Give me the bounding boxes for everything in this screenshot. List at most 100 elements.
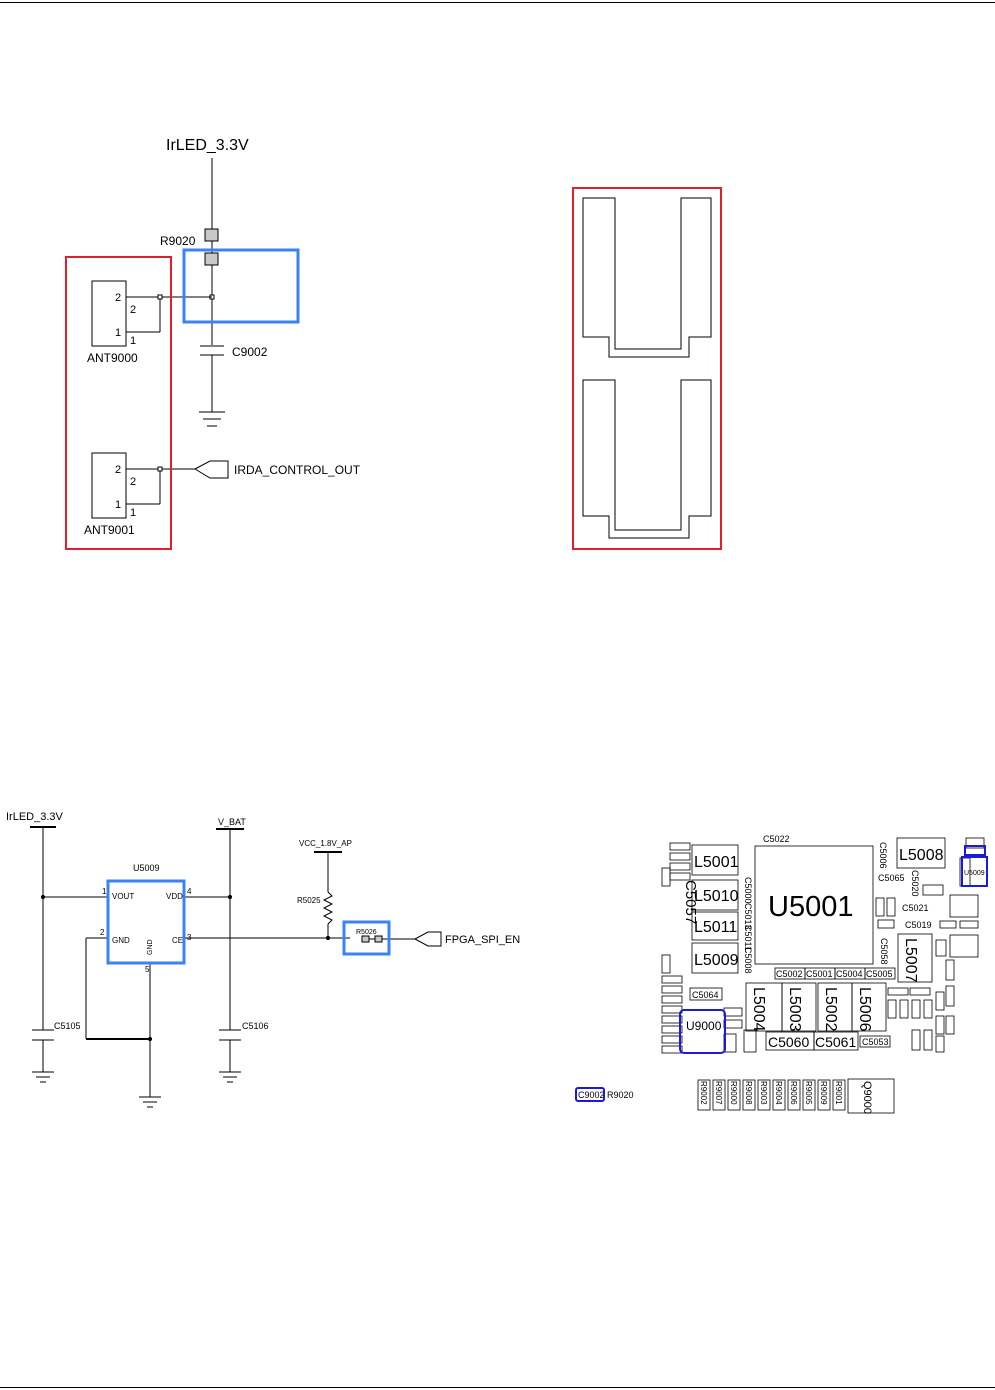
u9000-highlight-box — [679, 1009, 726, 1054]
l5006-footprint — [851, 982, 887, 1032]
ant9000-pin1-outer: 1 — [130, 335, 136, 347]
u5009-pin-vdd: VDD — [166, 892, 183, 901]
pcb-c5021-label: C5021 — [902, 903, 929, 913]
pcb-r9020-label: R9020 — [607, 1090, 634, 1100]
r5026-highlight-box — [342, 920, 391, 956]
u5009-pin-gnd: GND — [112, 936, 130, 945]
pcb-l5007-label: L5007 — [902, 938, 919, 983]
pcb-r9000-label: R9000 — [729, 1081, 738, 1105]
l5007-footprint — [897, 933, 933, 983]
pcb-c5008-label: C5008 — [743, 947, 753, 974]
l5011-footprint — [691, 911, 739, 941]
q9000-footprint — [847, 1078, 895, 1114]
u5009-pcb-highlight-box — [961, 856, 988, 887]
pcb-c5060-label: C5060 — [768, 1034, 809, 1050]
u5009-pin1-number: 1 — [102, 887, 107, 896]
u5009-pin4-number: 4 — [187, 887, 192, 896]
l5008-footprint — [896, 837, 946, 869]
ant9001-label: ANT9001 — [84, 523, 135, 537]
ant9001-pin1-outer: 1 — [130, 507, 136, 519]
pcb-component-layout: U5001 L5001 L5010 L5011 L5009 C5057 C500… — [578, 834, 985, 1114]
bottom-rule — [0, 1387, 995, 1388]
antenna-trace-pattern — [582, 197, 712, 539]
ant9000-pin2-outer: 2 — [130, 304, 136, 316]
pcb-c5004-label: C5004 — [836, 969, 863, 979]
ant9001-pin1-inner: 1 — [115, 499, 121, 511]
pcb-l5009-label: L5009 — [694, 952, 739, 969]
u5009-pin5-number: 5 — [145, 965, 150, 974]
pcb-c5019-label: C5019 — [905, 920, 932, 930]
r5025-resistor — [322, 891, 334, 925]
pcb-l5004-label: L5004 — [750, 987, 767, 1032]
irda-offpage-connector — [194, 460, 229, 479]
l5009-footprint — [691, 942, 739, 974]
pcb-c5053-label: C5053 — [862, 1037, 889, 1047]
vcc-1v8-ap-label: VCC_1.8V_AP — [299, 839, 352, 848]
r9020-resistor-top — [204, 228, 219, 242]
pcb-c5000-label: C5000 — [743, 877, 753, 904]
pcb-c5057-label: C5057 — [682, 880, 699, 924]
u5009-pin-vout: VOUT — [112, 892, 134, 901]
resistor-highlight-box — [182, 248, 300, 324]
c5106-label: C5106 — [242, 1021, 269, 1031]
fpga-spi-en-label: FPGA_SPI_EN — [445, 934, 520, 946]
l5003-footprint — [781, 982, 817, 1032]
pcb-c5001-label: C5001 — [806, 969, 833, 979]
pcb-u9000-label: U9000 — [686, 1019, 722, 1033]
pcb-c5011-label: C5011 — [743, 925, 753, 951]
ant9000-label: ANT9000 — [87, 351, 138, 365]
u5009-label: U5009 — [133, 863, 160, 873]
antenna-highlight-box — [65, 256, 172, 550]
pcb-l5011-label: L5011 — [694, 919, 737, 936]
pcb-c5064-label: C5064 — [692, 990, 719, 1000]
u5009-pin-gnd-bottom: GND — [147, 939, 154, 955]
u5001-footprint — [754, 845, 874, 965]
pcb-c9002-label: C9002 — [578, 1090, 605, 1100]
v-bat-label: V_BAT — [218, 817, 246, 827]
antenna-pattern-highlight-box — [572, 187, 722, 550]
pcb-c5002-label: C5002 — [776, 969, 803, 979]
pcb-c5005-label: C5005 — [866, 969, 893, 979]
u5009-highlight-box — [106, 879, 186, 965]
irda-control-out-label: IRDA_CONTROL_OUT — [234, 463, 361, 477]
irda-led-schematic: IrLED_3.3V R9020 C9002 2 1 2 1 ANT9000 2… — [84, 137, 361, 537]
top-rule — [0, 2, 995, 3]
pcb-l5010-label: L5010 — [694, 888, 739, 905]
fpga-offpage-connector — [414, 931, 442, 947]
u5009-pin-ce: CE — [172, 936, 183, 945]
pcb-r9005-label: R9005 — [804, 1081, 813, 1105]
pcb-c5058-label: C5058 — [879, 938, 889, 965]
pcb-r9002-label: R9002 — [699, 1081, 708, 1105]
l5001-footprint — [691, 844, 739, 876]
ant9000-pin2-inner: 2 — [115, 292, 121, 304]
ant9001-body — [91, 452, 127, 519]
pcb-r9006-label: R9006 — [789, 1081, 798, 1105]
u5009-pin2-number: 2 — [100, 928, 105, 937]
pcb-c5020-label: C5020 — [910, 870, 920, 897]
pcb-l5001-label: L5001 — [694, 854, 739, 871]
r5026-pad-left — [361, 935, 370, 943]
pcb-r9001-label: R9001 — [834, 1081, 843, 1105]
pcb-c5006-label: C5006 — [878, 842, 888, 869]
c5105-label: C5105 — [54, 1021, 81, 1031]
ant9001-pin2-inner: 2 — [115, 464, 121, 476]
fpga-enable-schematic: IrLED_3.3V C5105 V_BAT C5106 U5009 VOUT … — [6, 811, 520, 1108]
r5025-label: R5025 — [297, 896, 321, 905]
pcb-c5061-label: C5061 — [815, 1034, 856, 1050]
c9002-pcb-highlight-box — [575, 1087, 605, 1102]
r5026-label: R5026 — [356, 929, 377, 936]
pcb-l5003-label: L5003 — [786, 987, 803, 1032]
pcb-l5006-label: L5006 — [856, 987, 873, 1032]
ant9000-pin1-inner: 1 — [115, 327, 121, 339]
pcb-c5065-label: C5065 — [878, 873, 905, 883]
pcb-q9000-label: Q9000 — [861, 1081, 873, 1114]
pcb-r9009-label: R9009 — [819, 1081, 828, 1105]
r9020-resistor-bottom — [204, 252, 219, 266]
irled-3v3-net-label-2: IrLED_3.3V — [6, 811, 64, 823]
ant9001-pin2-outer: 2 — [130, 476, 136, 488]
pcb-l5002-label: L5002 — [822, 987, 839, 1032]
l5010-footprint — [691, 879, 739, 911]
ant9000-body — [91, 280, 127, 347]
pcb-u5009-label: U5009 — [964, 870, 985, 877]
